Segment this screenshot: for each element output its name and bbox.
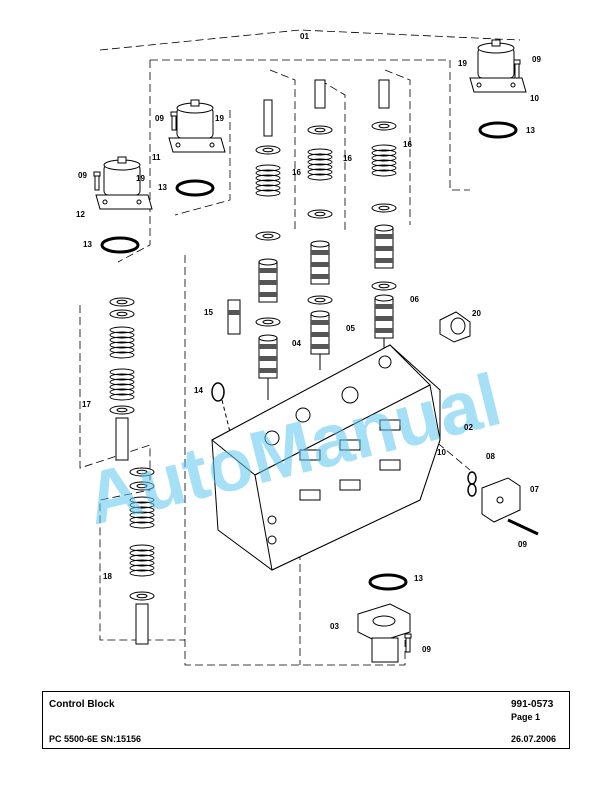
label-09-d: 09 [518, 540, 527, 549]
screw-09-mid-left [170, 111, 178, 131]
label-12: 12 [76, 210, 85, 219]
label-10-b: 10 [437, 448, 446, 457]
label-16-b: 16 [343, 154, 352, 163]
label-05: 05 [346, 324, 355, 333]
screw-09-top-right [513, 59, 521, 79]
page-number: Page 1 [511, 712, 541, 722]
label-11: 11 [152, 153, 161, 162]
screw-09-flange [404, 633, 412, 653]
flange-03 [357, 603, 411, 663]
oring-13-bottom [368, 573, 408, 591]
label-18: 18 [103, 572, 112, 581]
cap-20 [439, 311, 471, 343]
screw-09-cover [507, 518, 539, 536]
document-date: 26.07.2006 [511, 734, 557, 744]
spool-column-05 [307, 79, 333, 370]
spring-column-17 [109, 297, 135, 461]
label-02: 02 [464, 423, 473, 432]
label-10: 10 [530, 94, 539, 103]
label-19-a: 19 [458, 59, 467, 68]
solenoid-valve-12 [95, 156, 153, 210]
oring-13-mid-left [175, 179, 215, 197]
label-13-c: 13 [83, 240, 92, 249]
label-13-d: 13 [414, 574, 423, 583]
document-number: 991-0573 [511, 699, 554, 710]
label-16-a: 16 [292, 168, 301, 177]
label-13-a: 13 [526, 126, 535, 135]
label-13-b: 13 [158, 183, 167, 192]
orings-08 [467, 471, 477, 497]
control-block-02 [211, 344, 441, 571]
label-09-c: 09 [78, 171, 87, 180]
eye-bolt-14 [211, 382, 233, 441]
exploded-parts-drawing: AutoManual 01 09 19 10 13 09 19 11 13 16… [76, 29, 541, 666]
machine-model: PC 5500-6E SN:15156 [49, 734, 142, 744]
label-09-a: 09 [532, 55, 541, 64]
plug-15 [227, 299, 241, 335]
document-title: Control Block [49, 699, 115, 710]
label-19-b: 19 [215, 114, 224, 123]
spool-column-04 [255, 99, 281, 400]
solenoid-valve-11 [168, 99, 226, 153]
spool-column-06 [371, 79, 397, 352]
cover-07 [481, 477, 521, 523]
label-15: 15 [204, 308, 213, 317]
oring-13-top-right [478, 121, 518, 139]
label-09-b: 09 [155, 114, 164, 123]
label-04: 04 [292, 339, 301, 348]
label-01: 01 [300, 32, 309, 41]
label-08: 08 [486, 452, 495, 461]
label-06: 06 [410, 295, 419, 304]
label-09-e: 09 [422, 645, 431, 654]
spring-column-18 [129, 467, 155, 645]
screw-09-left [93, 171, 101, 191]
label-19-c: 19 [136, 174, 145, 183]
title-block: Control Block 991-0573 Page 1 PC 5500-6E… [42, 691, 570, 749]
label-03: 03 [330, 622, 339, 631]
oring-13-left [100, 236, 140, 254]
label-20: 20 [472, 309, 481, 318]
label-17: 17 [82, 400, 91, 409]
label-07: 07 [530, 485, 539, 494]
label-14: 14 [194, 386, 203, 395]
label-16-c: 16 [403, 140, 412, 149]
